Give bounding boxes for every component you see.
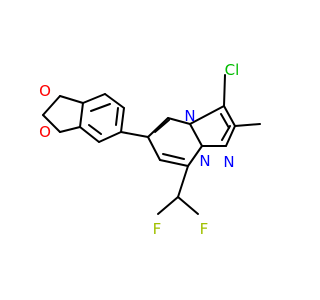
- molecule-canvas: O O N N N Cl F F: [39, 61, 261, 238]
- oxygen-label: O: [39, 123, 51, 141]
- fluorine-label: F: [153, 220, 162, 238]
- fluorine-label: F: [200, 220, 209, 238]
- nitrogen-label: N: [184, 107, 195, 125]
- chlorine-label: Cl: [225, 61, 240, 79]
- oxygen-label: O: [39, 82, 51, 100]
- nitrogen-label: N: [223, 153, 234, 171]
- nitrogen-label: N: [199, 152, 210, 170]
- molecule-structure: O O N N N Cl F F: [39, 61, 261, 238]
